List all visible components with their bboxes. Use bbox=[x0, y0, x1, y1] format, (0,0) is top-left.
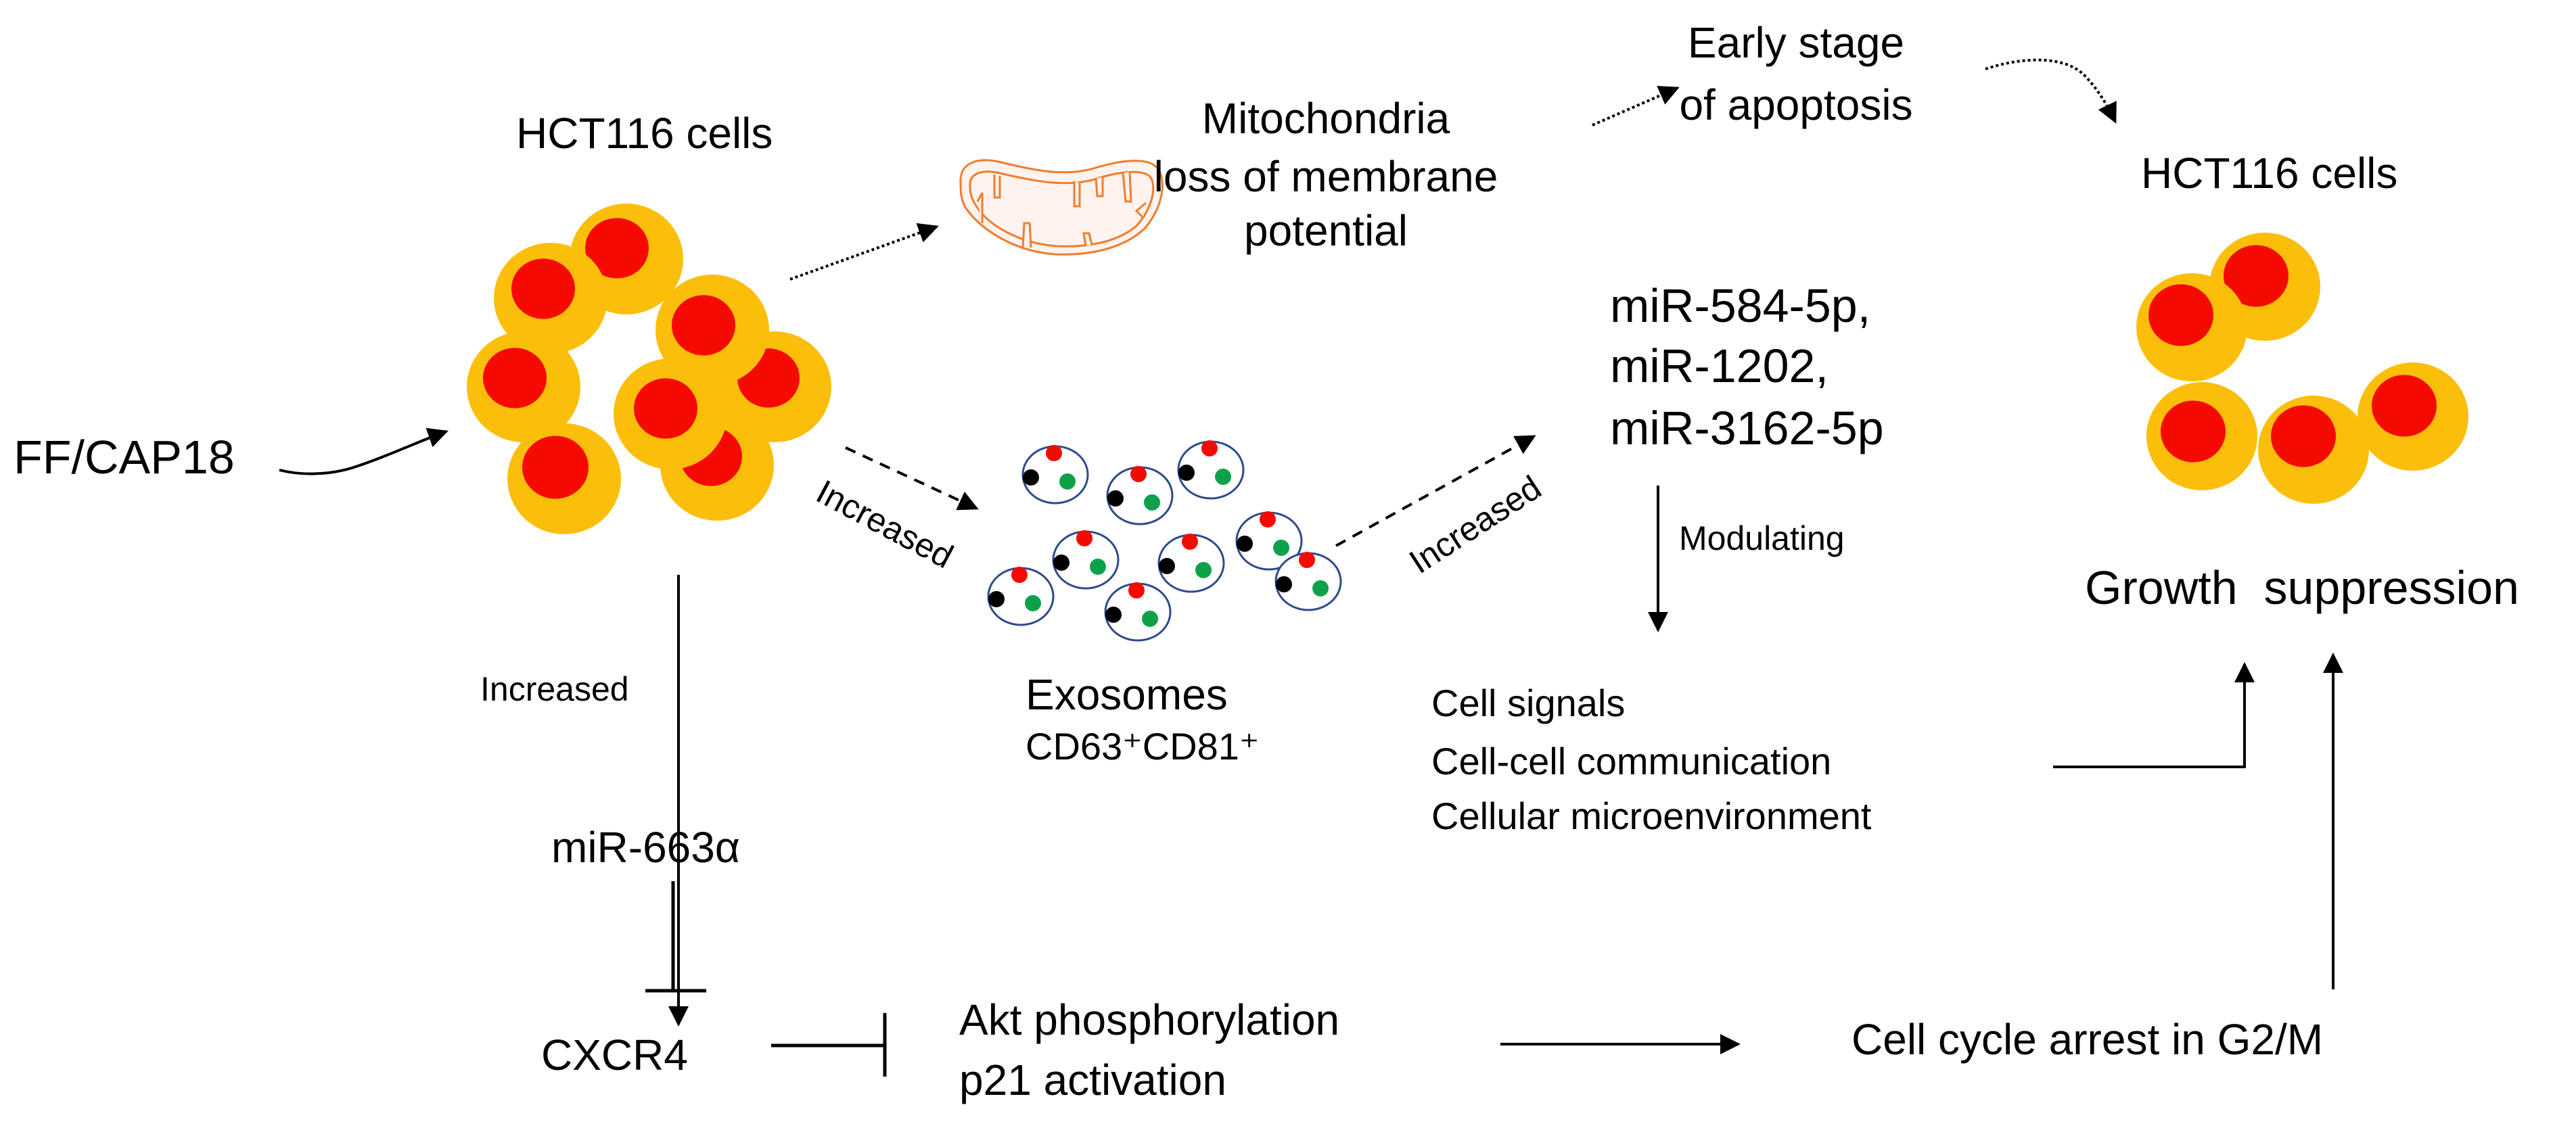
inhibition-mir663-to-cxcr4 bbox=[645, 881, 706, 993]
cell-nucleus bbox=[511, 258, 575, 319]
exosome bbox=[1177, 440, 1245, 500]
cell-nucleus bbox=[672, 295, 735, 356]
hct116-cell bbox=[656, 275, 769, 385]
exosome bbox=[987, 567, 1055, 626]
process-label-1: Cell signals bbox=[1431, 682, 1625, 724]
cell-nucleus bbox=[2372, 375, 2437, 437]
cell-cycle-label: Cell cycle arrest in G2/M bbox=[1852, 1015, 2323, 1064]
exosome-marker-red bbox=[1011, 567, 1028, 583]
exosome-marker-black bbox=[1053, 555, 1070, 571]
hct116-cell-cluster-left bbox=[467, 204, 831, 534]
exosome bbox=[1235, 511, 1303, 571]
exosome-marker-black bbox=[1159, 558, 1175, 574]
exosome-marker-green bbox=[1312, 580, 1329, 596]
cell-nucleus bbox=[2161, 400, 2226, 463]
exosomes-label: Exosomes bbox=[1026, 670, 1228, 719]
mitochondrion-cristae bbox=[976, 171, 1147, 248]
exosome-marker-black bbox=[1107, 490, 1124, 507]
hct116-cell bbox=[2258, 396, 2369, 504]
hct116-cell bbox=[614, 358, 727, 469]
increased-edge-label-mir663: Increased bbox=[480, 670, 629, 708]
exosome-marker-black bbox=[988, 591, 1005, 607]
hct116-cell bbox=[467, 331, 580, 442]
treatment-label: FF/CAP18 bbox=[14, 431, 235, 484]
exosome-marker-red bbox=[1076, 530, 1092, 546]
modulating-edge-label: Modulating bbox=[1679, 519, 1845, 557]
exosome-marker-red bbox=[1182, 534, 1198, 550]
exosome bbox=[1104, 582, 1172, 642]
arrow-mitochondria-to-apoptosis bbox=[1592, 86, 1680, 126]
exosome-marker-green bbox=[1059, 473, 1076, 490]
hct116-cell bbox=[2136, 273, 2247, 381]
mitochondria-label-line2: loss of membrane bbox=[1154, 152, 1498, 201]
inhibition-cxcr4-to-akt bbox=[771, 1013, 887, 1077]
exosome-marker-black bbox=[1237, 536, 1253, 552]
edges bbox=[279, 58, 2343, 1077]
arrow-apoptosis-to-right-cells bbox=[1985, 58, 2117, 124]
mitochondria-label-line3: potential bbox=[1244, 206, 1408, 255]
hct116-cell bbox=[2146, 382, 2257, 490]
exosomes-markers-label: CD63⁺CD81⁺ bbox=[1026, 725, 1259, 768]
cell-nucleus bbox=[634, 378, 697, 439]
process-label-3: Cellular microenvironment bbox=[1431, 795, 1872, 837]
akt-label-line1: Akt phosphorylation bbox=[959, 995, 1339, 1044]
exosome-marker-green bbox=[1025, 595, 1041, 611]
mitochondria-label-line1: Mitochondria bbox=[1202, 94, 1450, 143]
mirna-label-2: miR-1202, bbox=[1610, 339, 1828, 392]
exosome-marker-black bbox=[1178, 465, 1195, 481]
hct116-left-label: HCT116 cells bbox=[516, 109, 773, 158]
exosome-marker-black bbox=[1023, 469, 1039, 486]
cell-nucleus bbox=[585, 218, 649, 279]
cell-nucleus bbox=[522, 436, 589, 499]
cell-nucleus bbox=[483, 348, 547, 408]
exosome-marker-red bbox=[1128, 582, 1145, 598]
cell-nucleus bbox=[2271, 405, 2336, 467]
exosome-cluster bbox=[987, 440, 1342, 642]
exosome-marker-red bbox=[1046, 445, 1062, 461]
cell-nucleus bbox=[2224, 245, 2288, 307]
mir663-label: miR-663α bbox=[551, 823, 740, 872]
exosome-marker-red bbox=[1130, 466, 1147, 482]
exosome bbox=[1157, 534, 1225, 593]
exosome-marker-green bbox=[1144, 494, 1160, 511]
arrow-cells-to-mitochondria bbox=[789, 223, 939, 281]
arrow-processes-to-growth bbox=[2053, 662, 2255, 768]
apoptosis-label-line1: Early stage bbox=[1688, 18, 1904, 67]
mitochondrion-inner-membrane bbox=[969, 170, 1155, 248]
exosome-marker-black bbox=[1105, 607, 1122, 623]
process-label-2: Cell-cell communication bbox=[1431, 740, 1831, 782]
hct116-cell bbox=[2358, 362, 2468, 471]
exosome-marker-green bbox=[1273, 540, 1289, 556]
hct116-cell bbox=[507, 423, 621, 534]
hct116-cell bbox=[494, 243, 607, 354]
increased-edge-label-exosomes: Increased bbox=[810, 473, 959, 576]
exosome bbox=[1021, 445, 1089, 504]
exosome-marker-red bbox=[1260, 511, 1276, 527]
growth-suppression-label: Growth suppression bbox=[2085, 561, 2519, 614]
exosome bbox=[1274, 552, 1342, 611]
hct116-right-label: HCT116 cells bbox=[2141, 149, 2397, 197]
exosome-marker-black bbox=[1276, 576, 1292, 592]
exosome-marker-green bbox=[1215, 469, 1231, 485]
arrow-treatment-to-cells bbox=[279, 427, 448, 475]
mirna-label-1: miR-584-5p, bbox=[1610, 279, 1870, 332]
akt-label-line2: p21 activation bbox=[959, 1056, 1226, 1104]
cell-nucleus bbox=[2148, 284, 2213, 346]
mirna-label-3: miR-3162-5p bbox=[1610, 402, 1884, 454]
exosome bbox=[1106, 466, 1174, 525]
mitochondrion-icon bbox=[959, 159, 1164, 256]
apoptosis-label-line2: of apoptosis bbox=[1679, 80, 1912, 129]
hct116-cell-cluster-right bbox=[2136, 233, 2468, 504]
arrow-cells-to-exosomes bbox=[845, 446, 979, 511]
exosome-marker-red bbox=[1299, 552, 1315, 568]
increased-edge-label-mirnas: Increased bbox=[1402, 468, 1548, 581]
cxcr4-label: CXCR4 bbox=[541, 1031, 688, 1079]
exosome-marker-green bbox=[1090, 559, 1106, 575]
exosome-marker-red bbox=[1201, 440, 1218, 456]
exosome-marker-green bbox=[1195, 562, 1212, 578]
exosome bbox=[1052, 530, 1120, 590]
exosome-marker-green bbox=[1142, 611, 1158, 627]
